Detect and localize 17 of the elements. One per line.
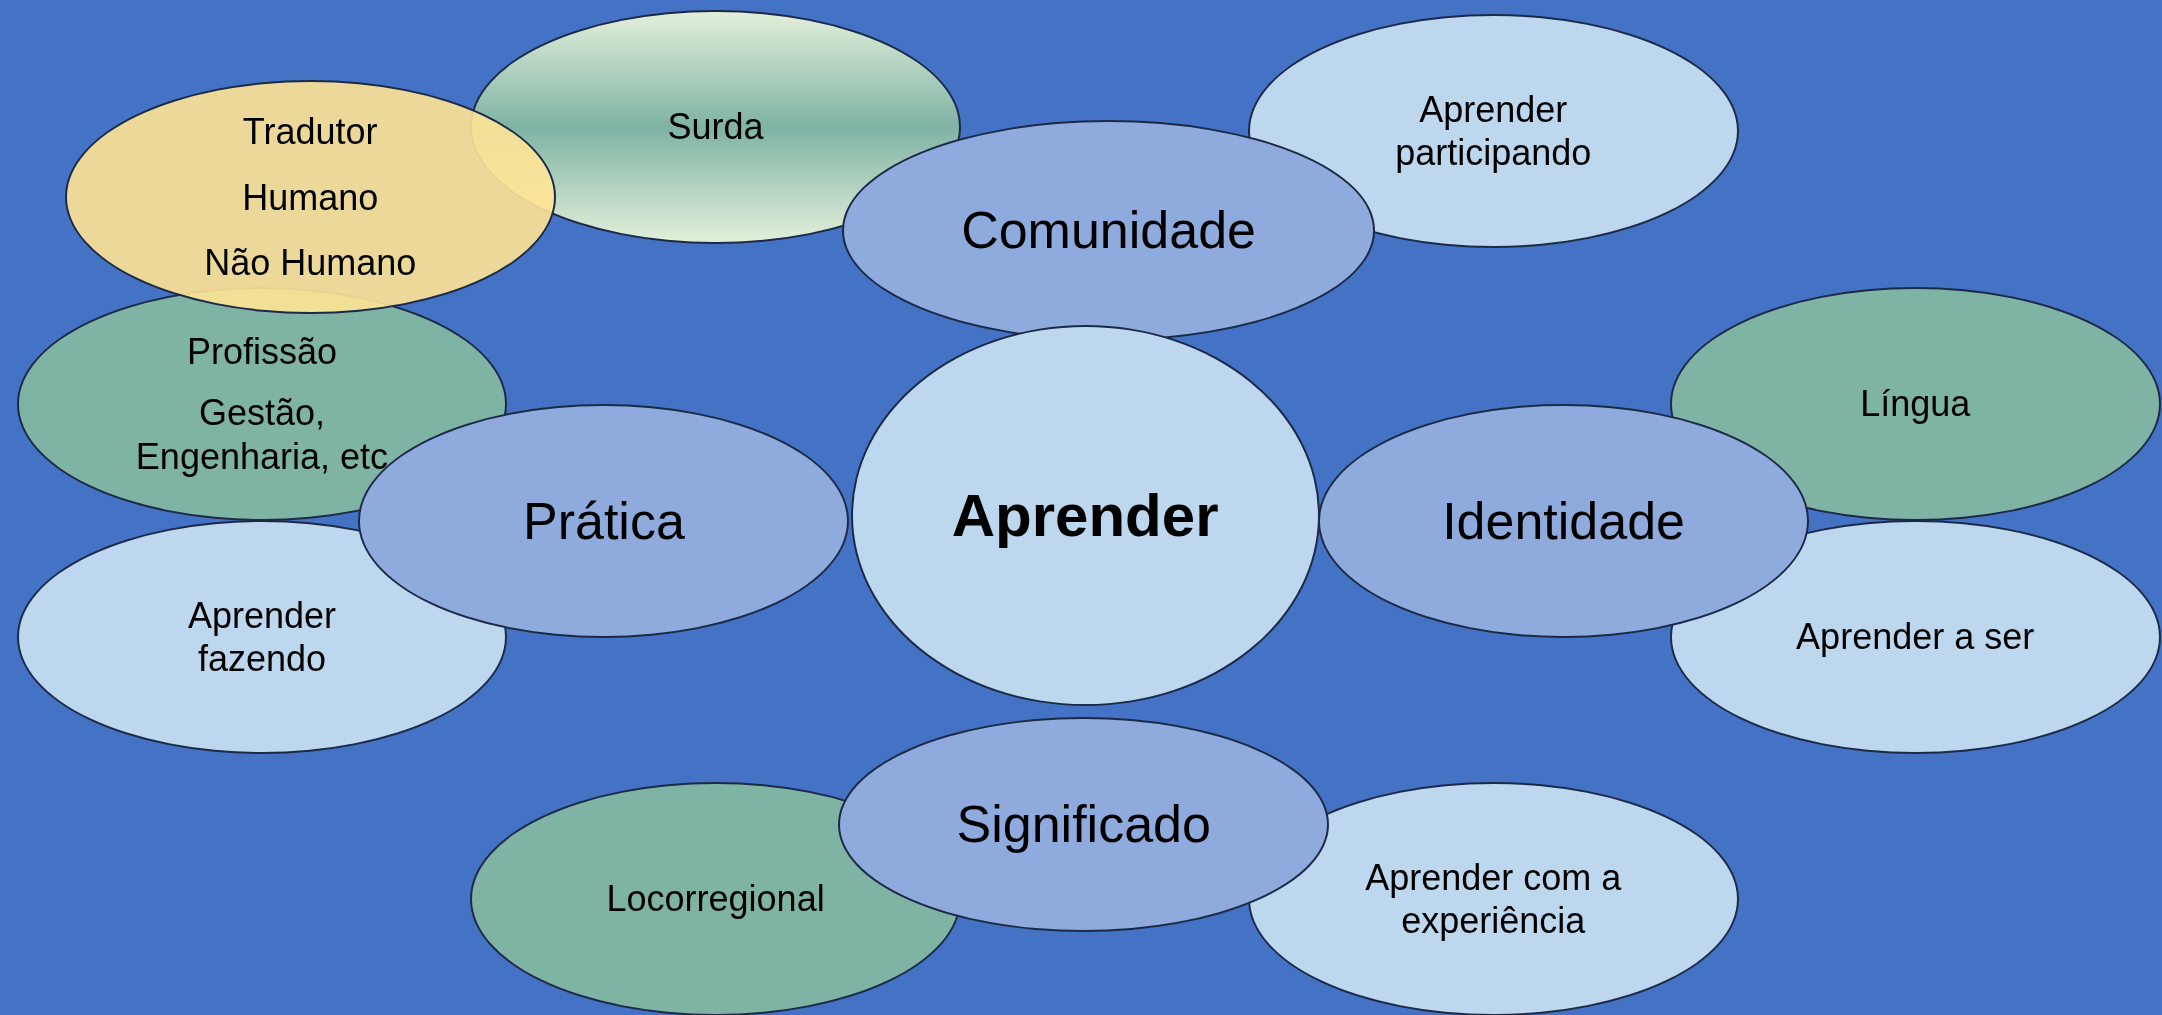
node-label: Locorregional bbox=[606, 877, 825, 921]
node-label: Tradutor bbox=[242, 110, 378, 154]
node-label: Não Humano bbox=[204, 240, 417, 284]
node-label: Aprender fazendo bbox=[186, 593, 337, 681]
node-label: Língua bbox=[1860, 382, 1971, 426]
node-label: Profissão bbox=[186, 330, 337, 374]
node-label: Surda bbox=[667, 105, 764, 149]
node-label: Aprender a ser bbox=[1796, 615, 2035, 659]
node-label: Gestão, Engenharia, etc bbox=[134, 391, 390, 478]
node-label: Prática bbox=[523, 491, 685, 552]
node-label: Comunidade bbox=[961, 200, 1256, 262]
node-label: Aprender participando bbox=[1394, 87, 1593, 175]
node-label: Aprender com a experiência bbox=[1364, 855, 1623, 943]
node-label: Identidade bbox=[1442, 491, 1686, 552]
node-label: Significado bbox=[956, 794, 1211, 856]
node-label: Aprender bbox=[951, 480, 1219, 551]
node-label: Humano bbox=[242, 175, 379, 219]
